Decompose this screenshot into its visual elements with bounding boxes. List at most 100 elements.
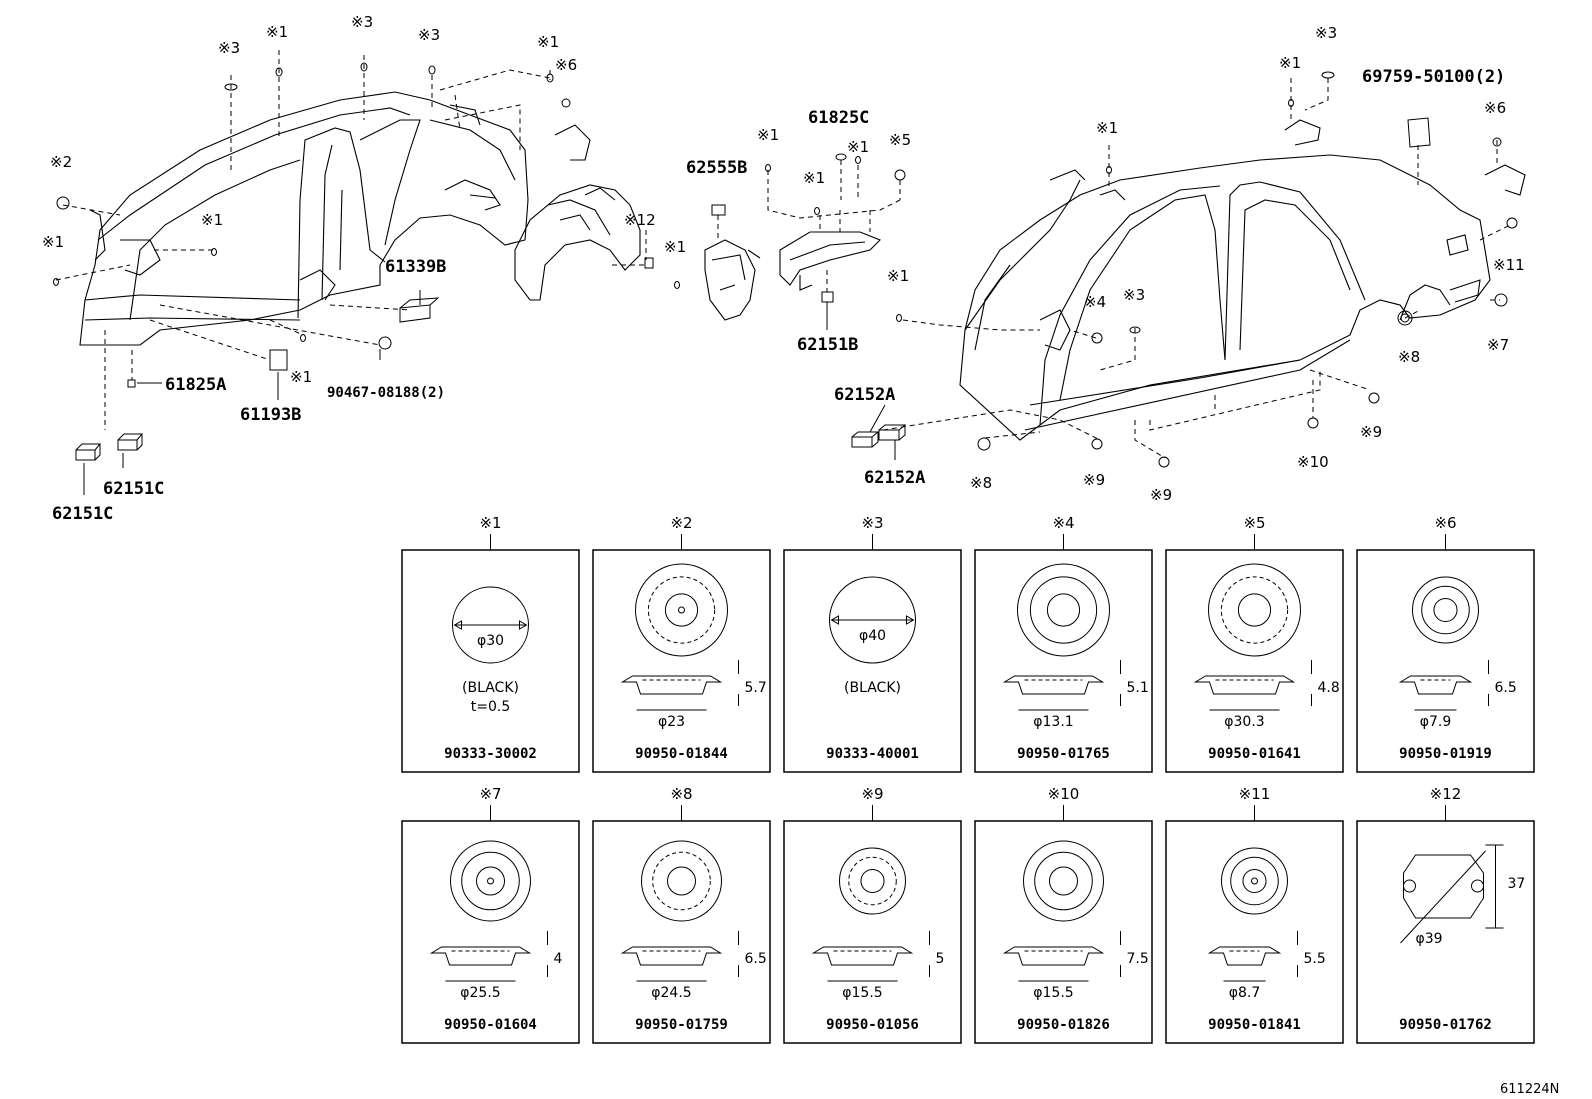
- callout-1: ※1: [537, 33, 559, 51]
- plug-detail-table: ※1 90333-30002 φ30 (BLACK) t=0.5 ※2 90950-0184…: [401, 514, 1535, 1044]
- plug-height: 7.5: [1127, 951, 1149, 967]
- plug-cell-12: [1356, 805, 1535, 1044]
- plug-color-note: (BLACK): [462, 680, 519, 696]
- left-label-leaders: [83, 290, 421, 495]
- plug-diameter: φ7.9: [1420, 714, 1452, 730]
- callout-6: ※6: [555, 56, 577, 74]
- label-62152A-lower: 62152A: [864, 468, 925, 488]
- plug-color-note: (BLACK): [844, 680, 901, 696]
- right-body-side-panel: [959, 119, 1526, 441]
- plug-mark: ※1: [479, 514, 501, 532]
- plug-diameter: φ8.7: [1229, 985, 1261, 1001]
- plug-cell-6: [1356, 534, 1535, 773]
- plug-cell-3: [783, 534, 962, 773]
- plug-part-number: 90950-01641: [1208, 746, 1301, 762]
- label-62151B: 62151B: [797, 335, 858, 355]
- callout-1: ※1: [201, 211, 223, 229]
- callout-1: ※1: [1279, 54, 1301, 72]
- plug-diameter: φ23: [658, 714, 685, 730]
- plug-diameter: φ30.3: [1224, 714, 1264, 730]
- label-61193B: 61193B: [240, 405, 301, 425]
- callout-1: ※1: [847, 138, 869, 156]
- plug-cell-1: [401, 534, 580, 773]
- plug-height: 6.5: [1495, 680, 1517, 696]
- plug-part-number: 90950-01056: [826, 1017, 919, 1033]
- label-69759-50100: 69759-50100(2): [1362, 67, 1505, 87]
- plug-height: 5.5: [1304, 951, 1326, 967]
- plug-diameter: φ39: [1416, 931, 1443, 947]
- plug-part-number: 90333-30002: [444, 746, 537, 762]
- label-61825A: 61825A: [165, 375, 226, 395]
- label-61825C: 61825C: [808, 108, 869, 128]
- callout-5: ※5: [889, 131, 911, 149]
- plug-mark: ※10: [1048, 785, 1080, 803]
- plug-height: 5: [936, 951, 945, 967]
- left-plug-icons: [53, 62, 680, 461]
- plug-mark: ※5: [1243, 514, 1265, 532]
- callout-1: ※1: [664, 238, 686, 256]
- callout-1: ※1: [1096, 119, 1118, 137]
- plug-thickness-note: t=0.5: [471, 699, 510, 715]
- plug-cell-2: [592, 534, 771, 773]
- plug-height: 4: [554, 951, 563, 967]
- plug-height: 37: [1508, 876, 1526, 892]
- plug-mark: ※8: [670, 785, 692, 803]
- plug-mark: ※3: [861, 514, 883, 532]
- plug-mark: ※2: [670, 514, 692, 532]
- left-leader-lines: [55, 50, 647, 430]
- plug-cell-9: [783, 805, 962, 1044]
- plug-part-number: 90333-40001: [826, 746, 919, 762]
- plug-height: 5.7: [745, 680, 767, 696]
- plug-diameter: φ30: [477, 633, 504, 649]
- label-62555B: 62555B: [686, 158, 747, 178]
- label-61339B: 61339B: [385, 257, 446, 277]
- callout-9: ※9: [1150, 486, 1172, 504]
- left-body-side-panel: [79, 91, 529, 346]
- plug-diameter: φ13.1: [1033, 714, 1073, 730]
- callout-9: ※9: [1083, 471, 1105, 489]
- callout-8: ※8: [970, 474, 992, 492]
- plug-diameter: φ24.5: [651, 985, 691, 1001]
- right-leader-lines: [882, 78, 1511, 459]
- plug-diameter: φ40: [859, 628, 886, 644]
- callout-1: ※1: [887, 267, 909, 285]
- callout-10: ※10: [1297, 453, 1329, 471]
- plug-part-number: 90950-01841: [1208, 1017, 1301, 1033]
- plug-cell-11: [1165, 805, 1344, 1044]
- callout-4: ※4: [1084, 293, 1106, 311]
- rear-wheelhouse-panel: [514, 124, 641, 301]
- callout-1: ※1: [757, 126, 779, 144]
- callout-11: ※11: [1493, 256, 1525, 274]
- center-bracket-parts: [704, 153, 906, 330]
- callout-8: ※8: [1398, 348, 1420, 366]
- callout-3: ※3: [418, 26, 440, 44]
- plug-cell-7: [401, 805, 580, 1044]
- plug-mark: ※6: [1434, 514, 1456, 532]
- callout-12: ※12: [624, 211, 656, 229]
- plug-mark: ※7: [479, 785, 501, 803]
- plug-cell-5: [1165, 534, 1344, 773]
- plug-cell-10: [974, 805, 1153, 1044]
- plug-part-number: 90950-01604: [444, 1017, 537, 1033]
- plug-mark: ※12: [1430, 785, 1462, 803]
- callout-3: ※3: [1123, 286, 1145, 304]
- right-plug-icons: [851, 71, 1518, 468]
- plug-cell-8: [592, 805, 771, 1044]
- plug-mark: ※11: [1239, 785, 1271, 803]
- plug-height: 5.1: [1127, 680, 1149, 696]
- callout-9: ※9: [1360, 423, 1382, 441]
- plug-mark: ※9: [861, 785, 883, 803]
- plug-diameter: φ15.5: [842, 985, 882, 1001]
- callout-2: ※2: [50, 153, 72, 171]
- label-90467-08188: 90467-08188(2): [327, 385, 445, 401]
- plug-part-number: 90950-01919: [1399, 746, 1492, 762]
- callout-7: ※7: [1487, 336, 1509, 354]
- plug-part-number: 90950-01762: [1399, 1017, 1492, 1033]
- plug-part-number: 90950-01759: [635, 1017, 728, 1033]
- callout-3: ※3: [218, 39, 240, 57]
- plug-cell-4: [974, 534, 1153, 773]
- label-62151C-lower: 62151C: [52, 504, 113, 524]
- callout-1: ※1: [42, 233, 64, 251]
